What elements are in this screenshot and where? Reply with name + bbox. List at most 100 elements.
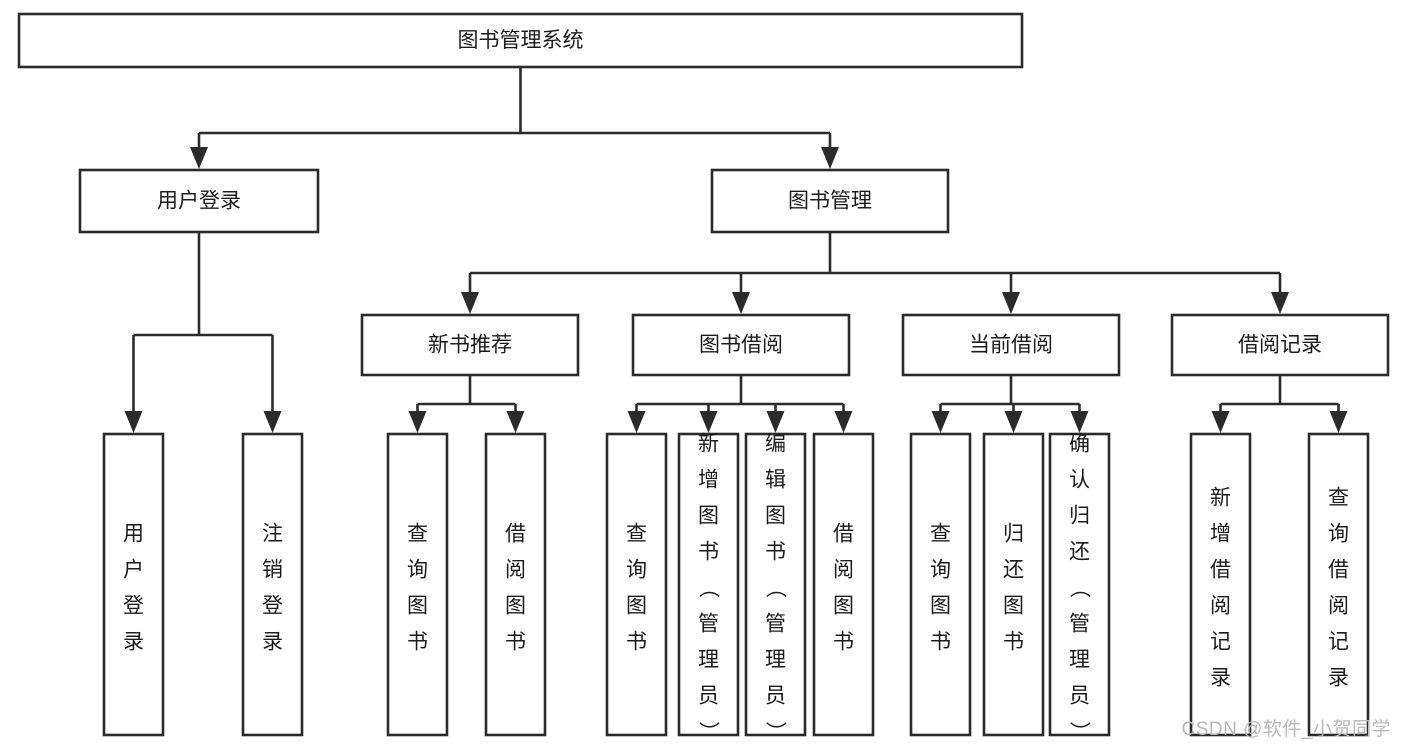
- connector-arrowhead: [408, 411, 427, 433]
- node-box-cb-return-book[interactable]: [982, 432, 1045, 737]
- node-box-borrow-record[interactable]: [1170, 313, 1390, 377]
- node-label-char: 增: [1210, 523, 1231, 546]
- node-label-char: 用: [123, 523, 144, 546]
- node-label-char: 记: [1210, 631, 1231, 654]
- node-label-char: 登: [262, 595, 283, 618]
- node-box-br-add-record[interactable]: [1189, 432, 1252, 737]
- node-book-borrow[interactable]: 图书借阅: [631, 313, 851, 377]
- node-box-nbr-borrow-book[interactable]: [484, 432, 547, 737]
- node-label-char: 编: [765, 433, 786, 456]
- node-label-char: 员: [1069, 685, 1090, 708]
- node-box-bb-edit-book[interactable]: [744, 432, 807, 737]
- node-root[interactable]: 图书管理系统: [17, 12, 1024, 69]
- node-label-char: 记: [1328, 631, 1349, 654]
- node-label-char: 归: [1069, 505, 1090, 528]
- node-label-char: 书: [930, 631, 951, 654]
- node-box-cb-query-book[interactable]: [909, 432, 972, 737]
- connector-arrowhead: [931, 411, 950, 433]
- node-box-br-query-record[interactable]: [1307, 432, 1370, 737]
- node-label-char: 书: [765, 541, 786, 564]
- node-label-char: 新: [698, 433, 719, 456]
- node-box-cb-confirm-return[interactable]: [1048, 432, 1111, 737]
- node-label-char: ）: [1068, 721, 1091, 742]
- node-label-char: 员: [765, 685, 786, 708]
- node-box-book-borrow[interactable]: [631, 313, 851, 377]
- node-current-borrow[interactable]: 当前借阅: [901, 313, 1121, 377]
- connector-arrowhead: [190, 147, 208, 169]
- node-box-root[interactable]: [17, 12, 1024, 69]
- node-label-char: 借: [505, 523, 526, 546]
- node-label-char: 查: [626, 523, 647, 546]
- node-label-char: 借: [1328, 559, 1349, 582]
- node-user-login-do[interactable]: 用户登录: [102, 432, 165, 737]
- node-box-user-login-do[interactable]: [102, 432, 165, 737]
- node-label-char: 录: [1328, 667, 1349, 690]
- node-box-user-logout[interactable]: [241, 432, 304, 737]
- node-label-char: 查: [1328, 487, 1349, 510]
- node-label-char: 理: [1069, 649, 1090, 672]
- connector-arrowhead: [732, 292, 750, 314]
- node-label-char: 登: [123, 595, 144, 618]
- node-label-char: 理: [765, 649, 786, 672]
- node-label-char: 查: [407, 523, 428, 546]
- connector-arrowhead: [124, 411, 143, 433]
- connector-arrowhead: [821, 147, 839, 169]
- csdn-watermark: CSDN @软件_小贺同学: [1181, 719, 1391, 740]
- node-box-nbr-query-book[interactable]: [386, 432, 449, 737]
- node-label-char: ）: [764, 721, 787, 742]
- node-label-char: 还: [1003, 559, 1024, 582]
- node-label-borrow-record: 借阅记录: [1238, 334, 1322, 357]
- node-book-manage[interactable]: 图书管理: [710, 168, 950, 234]
- connector-arrowhead: [506, 411, 525, 433]
- node-label-root: 图书管理系统: [458, 29, 584, 52]
- connector-arrowhead: [1211, 411, 1230, 433]
- node-label-char: 管: [765, 613, 786, 636]
- node-label-char: 图: [930, 595, 951, 618]
- connector-arrowhead: [834, 411, 853, 433]
- node-label-current-borrow: 当前借阅: [969, 334, 1053, 357]
- node-box-bb-query-book[interactable]: [605, 432, 668, 737]
- node-label-char: 询: [626, 559, 647, 582]
- node-borrow-record[interactable]: 借阅记录: [1170, 313, 1390, 377]
- connectors-layer: [124, 67, 1348, 433]
- node-label-book-manage: 图书管理: [788, 190, 872, 213]
- node-label-char: 户: [123, 559, 144, 582]
- connector-arrowhead: [1070, 411, 1089, 433]
- node-box-bb-add-book[interactable]: [677, 432, 740, 737]
- node-label-char: ）: [697, 721, 720, 742]
- node-box-current-borrow[interactable]: [901, 313, 1121, 377]
- node-label-char: 注: [262, 523, 283, 546]
- node-label-char: 书: [626, 631, 647, 654]
- connector-arrowhead: [766, 411, 785, 433]
- node-box-book-manage[interactable]: [710, 168, 950, 234]
- node-label-char: 员: [698, 685, 719, 708]
- node-label-char: 销: [262, 559, 283, 582]
- node-label-char: 书: [833, 631, 854, 654]
- connector-arrowhead: [627, 411, 646, 433]
- node-user-login[interactable]: 用户登录: [78, 168, 320, 234]
- node-new-book-recommend[interactable]: 新书推荐: [360, 313, 580, 377]
- node-box-bb-borrow-book[interactable]: [812, 432, 875, 737]
- node-box-new-book-recommend[interactable]: [360, 313, 580, 377]
- node-label-char: 确: [1069, 433, 1090, 456]
- node-label-char: 理: [698, 649, 719, 672]
- node-box-user-login[interactable]: [78, 168, 320, 234]
- node-label-char: 新: [1210, 487, 1231, 510]
- node-label-char: 图: [626, 595, 647, 618]
- node-label-char: 图: [407, 595, 428, 618]
- node-label-char: （: [697, 577, 720, 598]
- connector-arrowhead: [263, 411, 282, 433]
